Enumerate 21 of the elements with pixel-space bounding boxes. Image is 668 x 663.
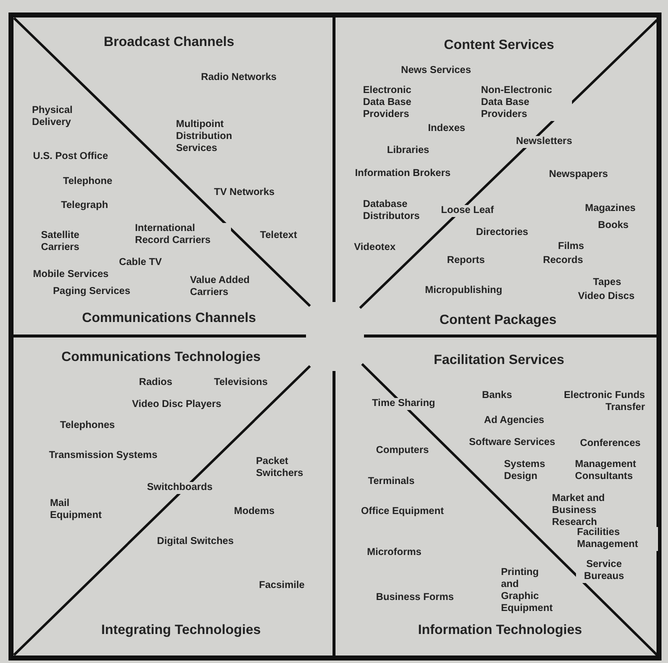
- category-label: Micropublishing: [424, 285, 504, 297]
- category-label: Newspapers: [548, 169, 609, 181]
- category-label: Telegraph: [60, 200, 110, 212]
- category-label: Computers: [375, 445, 430, 457]
- category-label: Telephones: [59, 420, 116, 432]
- category-label: Time Sharing: [371, 398, 436, 410]
- category-label: Telephone: [62, 176, 114, 188]
- category-label: Paging Services: [52, 286, 132, 298]
- category-label: Digital Switches: [156, 536, 235, 548]
- category-label: Switchboards: [146, 482, 214, 494]
- category-label: Loose Leaf: [440, 205, 495, 217]
- category-label: Reports: [446, 255, 486, 267]
- category-label: Newsletters: [515, 136, 574, 148]
- category-label: Office Equipment: [360, 506, 445, 518]
- category-label: Non-Electronic Data Base Providers: [480, 85, 572, 121]
- category-label: Facilities Management: [576, 527, 658, 551]
- category-label: Transmission Systems: [48, 450, 158, 462]
- category-label: Ad Agencies: [483, 415, 546, 427]
- category-label: Tapes: [592, 277, 622, 289]
- category-label: Video Disc Players: [131, 399, 222, 411]
- category-label: Magazines: [584, 203, 637, 215]
